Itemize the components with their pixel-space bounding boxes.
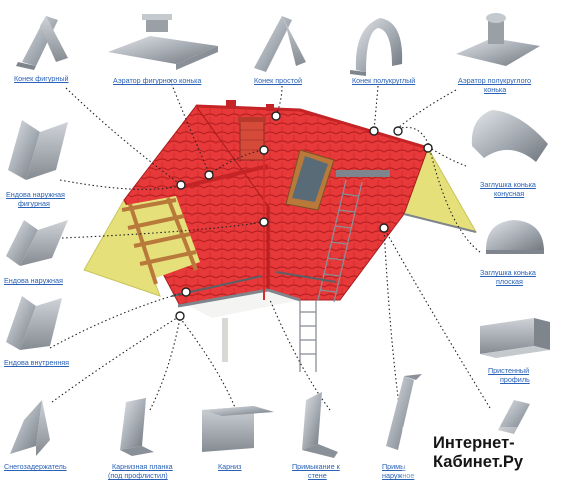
- leader-lines: [49, 79, 491, 413]
- part-zaglushka-konusnaya-icon: [471, 110, 548, 162]
- label-pristenny-line2: профиль: [500, 375, 530, 384]
- label-endova-figurnaya-line2: фигурная: [18, 199, 50, 208]
- label-primy-line2: наружное: [382, 471, 415, 480]
- label-zaglushka-konusnaya-line2: конусная: [494, 189, 525, 198]
- part-konek-prostoy-icon: [254, 16, 306, 72]
- label-primy-naruzhnoe[interactable]: Примы наружное: [382, 462, 414, 480]
- label-endova-vnutrennyaya[interactable]: Ендова внутренняя: [4, 358, 70, 367]
- part-zaglushka-ploskaya-icon: [486, 220, 544, 254]
- label-karniz[interactable]: Карниз: [218, 462, 242, 471]
- label-primykanie-line2: стене: [308, 471, 327, 480]
- label-karniznaya-planka[interactable]: Карнизная планка (под профлистил): [108, 462, 173, 480]
- part-karniz-icon: [202, 406, 274, 452]
- part-primykanie-icon: [302, 392, 338, 458]
- label-primykanie[interactable]: Примыкание к стене: [292, 462, 340, 480]
- label-aerator-polukruglogo-line1: Аэратор полукруглого: [458, 76, 532, 85]
- part-endova-vnutrennyaya-icon: [6, 296, 62, 350]
- watermark-line2: Кабинет.Ру: [433, 453, 524, 471]
- label-konek-polukrugly[interactable]: Конек полукруглый: [352, 76, 416, 85]
- label-primykanie-line1: Примыкание к: [292, 462, 340, 471]
- label-karniznaya-line2: (под профлистил): [108, 471, 168, 480]
- label-snegozaderzhatel[interactable]: Снегозадержатель: [4, 462, 67, 471]
- part-aerator-polukruglogo-icon: [456, 13, 540, 66]
- label-endova-naruzhnaya[interactable]: Ендова наружная: [4, 276, 63, 285]
- label-konek-prostoy[interactable]: Конек простой: [254, 76, 302, 85]
- label-zaglushka-konusnaya-line1: Заглушка конька: [480, 180, 536, 189]
- part-aerator-figurnogo-icon: [108, 14, 218, 70]
- part-endova-naruzhnaya-icon: [6, 220, 68, 266]
- part-primy-naruzhnoe-icon: [386, 374, 422, 450]
- watermark-backdrop: [402, 427, 562, 479]
- part-pristenny-profil-icon: [480, 318, 550, 358]
- part-konek-polukrugly-icon: [350, 18, 403, 76]
- label-zaglushka-konusnaya[interactable]: Заглушка конька конусная: [480, 180, 536, 198]
- label-endova-figurnaya-line1: Ендова наружная: [6, 190, 65, 199]
- label-aerator-polukruglogo[interactable]: Аэратор полукруглого конька: [458, 76, 531, 94]
- watermark-line1: Интернет-: [433, 434, 515, 452]
- callout-markers: [175, 111, 433, 321]
- watermark-logo: Интернет- Кабинет.Ру: [433, 434, 523, 472]
- label-pristenny-profil[interactable]: Пристенный профиль: [488, 366, 530, 384]
- label-karniznaya-line1: Карнизная планка: [112, 462, 173, 471]
- part-karniznaya-icon: [120, 398, 154, 456]
- part-snegozaderzhatel-icon: [10, 400, 50, 456]
- part-extra-icon: [498, 400, 530, 434]
- label-zaglushka-ploskaya[interactable]: Заглушка конька плоская: [480, 268, 536, 286]
- label-konek-figurny[interactable]: Конек фигурный: [14, 74, 69, 83]
- part-konek-figurny-icon: [16, 16, 68, 70]
- house: [83, 100, 478, 372]
- label-zaglushka-ploskaya-line1: Заглушка конька: [480, 268, 536, 277]
- label-primy-line1: Примы: [382, 462, 406, 471]
- roof-framing: [120, 196, 200, 285]
- part-endova-figurnaya-icon: [8, 120, 68, 180]
- label-pristenny-line1: Пристенный: [488, 366, 530, 375]
- label-endova-figurnaya[interactable]: Ендова наружная фигурная: [6, 190, 65, 208]
- label-aerator-polukruglogo-line2: конька: [484, 85, 507, 94]
- label-zaglushka-ploskaya-line2: плоская: [496, 277, 523, 286]
- label-aerator-figurnogo[interactable]: Аэратор фигурного конька: [113, 76, 202, 85]
